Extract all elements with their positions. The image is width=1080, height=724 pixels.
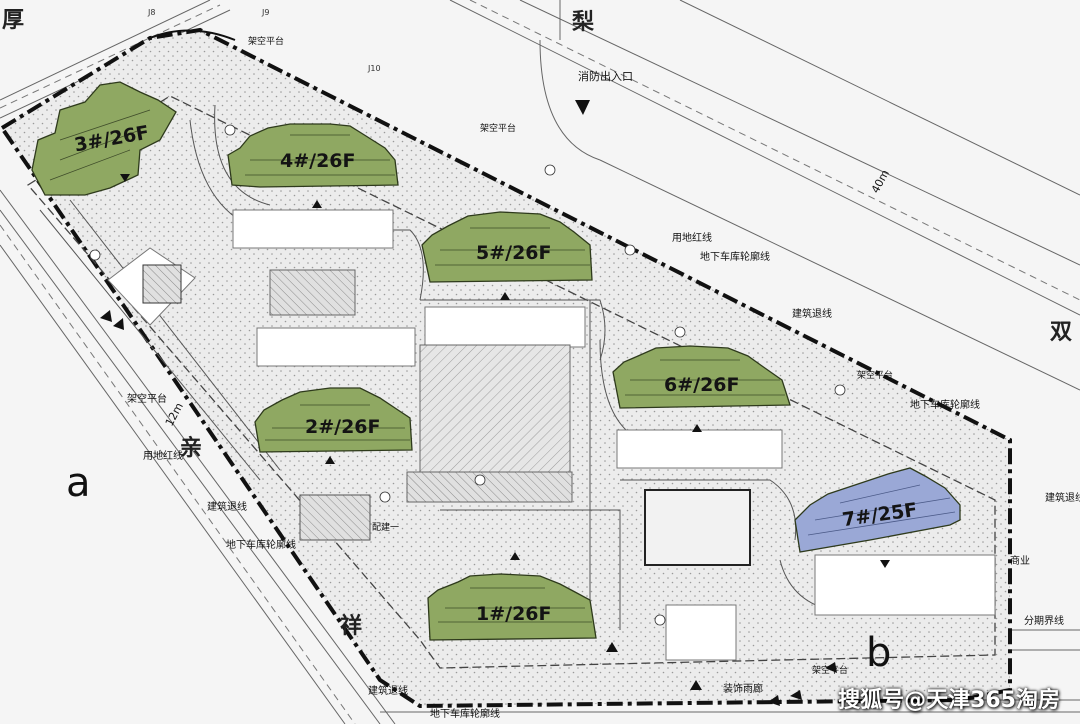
label-grid-j9: J9 bbox=[262, 8, 270, 17]
label-grid-j8: J8 bbox=[148, 8, 156, 17]
label-jianzhu-top: 建筑退线 bbox=[792, 309, 832, 320]
building-5-footprint bbox=[421, 211, 593, 283]
building-2-footprint bbox=[254, 387, 413, 453]
label-jiakong-mid: 架空平台 bbox=[480, 124, 517, 134]
ramp bbox=[299, 494, 371, 541]
commercial-block bbox=[644, 489, 751, 566]
road-name-top-left: 厚 bbox=[2, 8, 25, 33]
edge-letter-a: a bbox=[66, 460, 91, 506]
label-jiakong-right: 架空平台 bbox=[857, 371, 894, 381]
building-label-5: 5#/26F bbox=[476, 242, 552, 264]
building-3-footprint bbox=[31, 81, 177, 196]
building-label-1: 1#/26F bbox=[476, 603, 552, 625]
label-fire-entry: 消防出入口 bbox=[578, 70, 633, 83]
road-name-right: 双 bbox=[1050, 320, 1073, 345]
central-square-strip bbox=[406, 471, 573, 503]
label-jianzhu-bottom: 建筑退线 bbox=[368, 686, 408, 697]
stair-block bbox=[142, 264, 182, 304]
road-name-left-2: 祥 bbox=[340, 614, 363, 639]
building-4-footprint bbox=[227, 123, 399, 188]
label-basement-right: 地下车库轮廓线 bbox=[910, 400, 980, 411]
label-red-line-top: 用地红线 bbox=[672, 233, 712, 244]
label-jianzhu-left: 建筑退线 bbox=[207, 502, 247, 513]
label-fenqi: 分期界线 bbox=[1024, 616, 1064, 627]
label-zhuangshi: 装饰雨廊 bbox=[723, 684, 763, 695]
label-jianzhu-right: 建筑退线 bbox=[1045, 493, 1080, 504]
road-name-left-1: 亲 bbox=[180, 436, 203, 461]
basement-outline bbox=[27, 95, 996, 669]
inner-roads bbox=[39, 104, 831, 630]
watermark: 搜狐号@天津365淘房 bbox=[838, 688, 1060, 713]
label-grid-j10: J10 bbox=[368, 64, 381, 73]
label-basement-top: 地下车库轮廓线 bbox=[700, 252, 770, 263]
building-6-footprint bbox=[612, 345, 791, 409]
label-basement-bottom: 地下车库轮廓线 bbox=[430, 709, 500, 720]
label-jiakong-top: 架空平台 bbox=[248, 37, 285, 47]
building-details bbox=[49, 109, 956, 623]
building-label-6: 6#/26F bbox=[664, 374, 740, 396]
building-label-4: 4#/26F bbox=[280, 150, 356, 172]
sunken-plaza bbox=[269, 269, 356, 316]
marker-circles bbox=[89, 124, 846, 626]
label-basement-left: 地下车库轮廓线 bbox=[226, 540, 296, 551]
edge-letter-b: b bbox=[866, 630, 892, 676]
label-peijian: 配建一 bbox=[372, 523, 400, 533]
building-label-2: 2#/26F bbox=[305, 416, 381, 438]
label-red-line-left: 用地红线 bbox=[143, 451, 183, 462]
label-jiakong-left: 架空平台 bbox=[127, 394, 167, 405]
entry-triangles bbox=[100, 100, 890, 706]
road-name-top-mid: 梨 bbox=[572, 10, 595, 35]
boundary-curve bbox=[149, 29, 236, 41]
building-1-footprint bbox=[427, 573, 597, 641]
label-jiakong-bottom: 架空平台 bbox=[812, 666, 849, 676]
label-shangye: 商业 bbox=[1010, 556, 1030, 567]
